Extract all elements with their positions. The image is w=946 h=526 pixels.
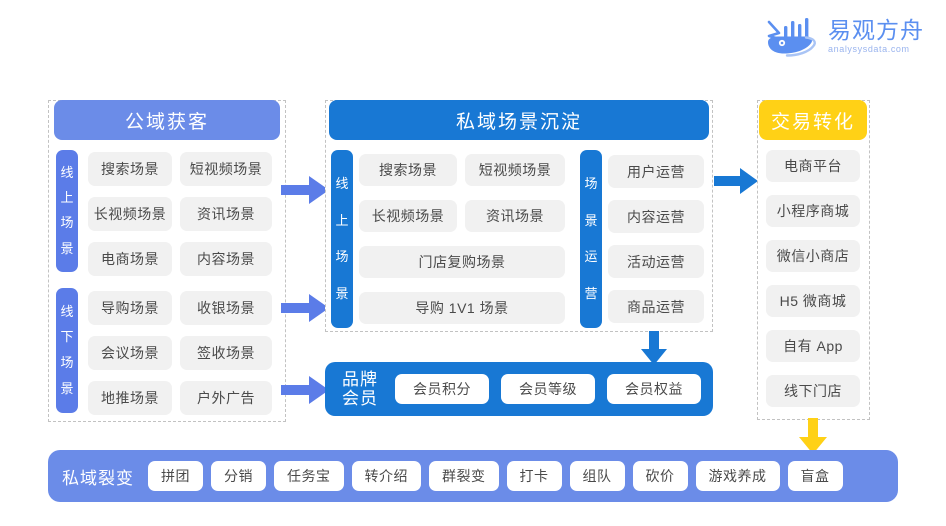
chip-private-ops-4[interactable]: 商品运营 (608, 290, 704, 323)
chip-public-offline-6[interactable]: 户外广告 (180, 381, 272, 415)
public-panel-header: 公域获客 (54, 100, 280, 140)
brand-logo: 易观方舟 analysysdata.com (762, 14, 924, 58)
brand-member-title: 品牌 会员 (337, 370, 383, 408)
chip-member-1[interactable]: 会员积分 (395, 374, 489, 404)
chip-private-scene-6[interactable]: 导购 1V1 场景 (359, 292, 565, 324)
chip-private-ops-3[interactable]: 活动运营 (608, 245, 704, 278)
chip-public-online-4[interactable]: 资讯场景 (180, 197, 272, 231)
vlabel-char: 场 (60, 355, 74, 371)
chip-public-offline-1[interactable]: 导购场景 (88, 291, 172, 325)
vlabel-char: 景 (335, 285, 349, 301)
whale-logo-icon (767, 18, 816, 57)
private-panel-header: 私域场景沉淀 (329, 100, 709, 140)
chip-trade-5[interactable]: 自有 App (766, 330, 860, 362)
public-offline-scene-label: 线 下 场 景 (56, 288, 78, 413)
chip-public-offline-2[interactable]: 收银场景 (180, 291, 272, 325)
vlabel-char: 景 (584, 212, 598, 228)
vlabel-char: 上 (60, 190, 74, 206)
vlabel-char: 场 (584, 176, 598, 192)
chip-public-offline-5[interactable]: 地推场景 (88, 381, 172, 415)
private-fission-bar: 私域裂变 拼团 分销 任务宝 转介绍 群裂变 打卡 组队 砍价 游戏养成 盲盒 (48, 450, 898, 502)
chip-public-online-5[interactable]: 电商场景 (88, 242, 172, 276)
chip-trade-3[interactable]: 微信小商店 (766, 240, 860, 272)
chip-fission-2[interactable]: 分销 (211, 461, 266, 491)
vlabel-char: 景 (60, 240, 74, 256)
vlabel-char: 下 (60, 329, 74, 345)
chip-fission-10[interactable]: 盲盒 (787, 461, 843, 491)
vlabel-char: 场 (60, 215, 74, 231)
arrow-trade-to-bottom-icon (799, 418, 827, 454)
chip-public-online-1[interactable]: 搜索场景 (88, 152, 172, 186)
chip-public-online-3[interactable]: 长视频场景 (88, 197, 172, 231)
private-online-scene-label: 线 上 场 景 (331, 150, 353, 328)
chip-trade-6[interactable]: 线下门店 (766, 375, 860, 407)
chip-public-online-2[interactable]: 短视频场景 (180, 152, 272, 186)
vlabel-char: 线 (60, 164, 74, 180)
chip-public-offline-3[interactable]: 会议场景 (88, 336, 172, 370)
chip-fission-8[interactable]: 砍价 (632, 461, 688, 491)
vlabel-char: 上 (335, 212, 349, 228)
private-scene-ops-label: 场 景 运 营 (580, 150, 602, 328)
arrow-public-to-private-offline-icon (281, 294, 329, 322)
chip-fission-3[interactable]: 任务宝 (274, 461, 344, 491)
chip-fission-5[interactable]: 群裂变 (429, 461, 499, 491)
chip-private-scene-4[interactable]: 资讯场景 (465, 200, 565, 232)
logo-brand-name: 易观方舟 (828, 16, 924, 43)
brand-member-bar: 品牌 会员 会员积分 会员等级 会员权益 (325, 362, 713, 416)
brand-member-title-line1: 品牌 (342, 369, 378, 389)
brand-member-title-line2: 会员 (342, 389, 378, 408)
vlabel-char: 场 (335, 249, 349, 265)
vlabel-char: 线 (60, 303, 74, 319)
chip-fission-4[interactable]: 转介绍 (351, 461, 421, 491)
vlabel-char: 营 (584, 285, 598, 301)
private-fission-title: 私域裂变 (62, 468, 134, 488)
chip-fission-7[interactable]: 组队 (569, 461, 625, 491)
arrow-private-to-member-icon (641, 331, 667, 365)
chip-trade-4[interactable]: H5 微商城 (766, 285, 860, 317)
chip-fission-9[interactable]: 游戏养成 (695, 461, 780, 491)
logo-domain: analysysdata.com (828, 44, 910, 55)
chip-public-offline-4[interactable]: 签收场景 (180, 336, 272, 370)
chip-member-3[interactable]: 会员权益 (607, 374, 701, 404)
arrow-public-to-private-online-icon (281, 176, 329, 204)
chip-public-online-6[interactable]: 内容场景 (180, 242, 272, 276)
trade-panel-header: 交易转化 (759, 100, 867, 140)
chip-private-ops-2[interactable]: 内容运营 (608, 200, 704, 233)
chip-trade-1[interactable]: 电商平台 (766, 150, 860, 182)
chip-private-scene-3[interactable]: 长视频场景 (359, 200, 457, 232)
chip-private-scene-5[interactable]: 门店复购场景 (359, 246, 565, 278)
chip-member-2[interactable]: 会员等级 (501, 374, 595, 404)
public-online-scene-label: 线 上 场 景 (56, 150, 78, 272)
chip-private-scene-1[interactable]: 搜索场景 (359, 154, 457, 186)
arrow-private-to-trade-icon (714, 168, 758, 194)
arrow-public-to-member-icon (281, 376, 329, 404)
chip-fission-1[interactable]: 拼团 (148, 461, 203, 491)
vlabel-char: 线 (335, 176, 349, 192)
vlabel-char: 运 (584, 249, 598, 265)
chip-fission-6[interactable]: 打卡 (506, 461, 562, 491)
vlabel-char: 景 (60, 381, 74, 397)
chip-trade-2[interactable]: 小程序商城 (766, 195, 860, 227)
chip-private-ops-1[interactable]: 用户运营 (608, 155, 704, 188)
chip-private-scene-2[interactable]: 短视频场景 (465, 154, 565, 186)
